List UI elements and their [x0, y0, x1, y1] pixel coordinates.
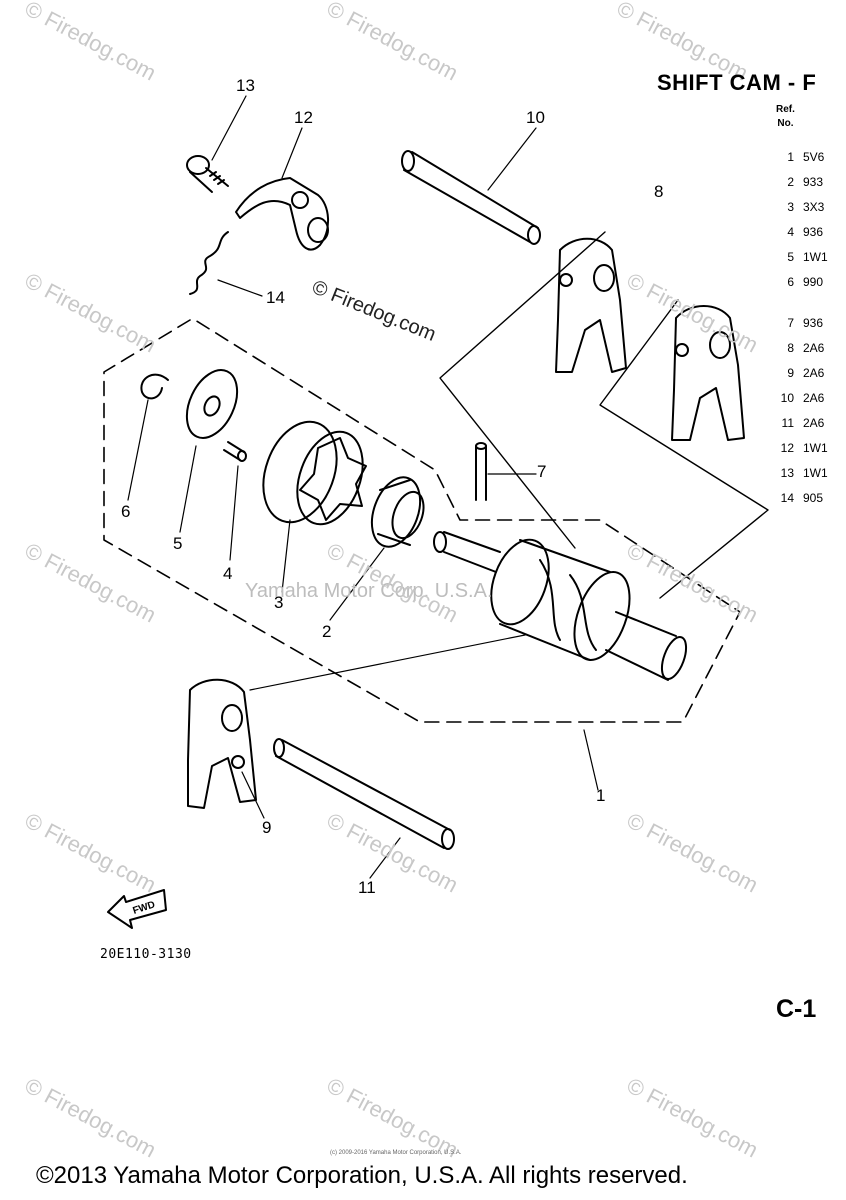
callout-3: 3 [274, 593, 284, 612]
part-code: 2A6 [803, 366, 825, 380]
callout-1: 1 [596, 786, 606, 805]
pin-part-4 [223, 441, 247, 462]
leader-8b [599, 299, 769, 599]
parts-row[interactable]: 8 2A6 [770, 341, 824, 355]
part-code: 905 [803, 491, 824, 505]
ref-number: 11 [781, 416, 794, 430]
leader-2 [329, 547, 385, 621]
page-code: C-1 [776, 995, 817, 1023]
part-code: 1W1 [803, 250, 828, 264]
part-code: 5V6 [803, 150, 825, 164]
part-code: 1W1 [803, 466, 828, 480]
callout-10: 10 [526, 108, 545, 127]
part-code: 2A6 [803, 391, 825, 405]
shift-fork-part-8a [555, 237, 627, 373]
leader-11 [369, 837, 401, 879]
circlip-part-6 [140, 373, 169, 400]
part-code: 3X3 [803, 200, 825, 214]
stopper-lever-part-12 [235, 177, 329, 251]
ref-number: 2 [787, 175, 794, 189]
parts-row[interactable]: 7 936 [770, 316, 823, 330]
leader-3 [281, 519, 291, 593]
ref-number: 5 [787, 250, 794, 264]
callout-4: 4 [223, 564, 233, 583]
part-code: 933 [803, 175, 824, 189]
bolt-part-13 [186, 155, 229, 193]
dowel-pin-part-7 [475, 442, 487, 501]
parts-row[interactable]: 9 2A6 [770, 366, 824, 380]
ref-number: 6 [787, 275, 794, 289]
part-code: 2A6 [803, 341, 825, 355]
callout-2: 2 [322, 622, 332, 641]
copyright-footer: ©2013 Yamaha Motor Corporation, U.S.A. A… [36, 1162, 688, 1189]
shift-fork-part-9 [187, 634, 526, 809]
shaft-part-11 [273, 738, 455, 850]
group-outline-dashed [103, 319, 741, 723]
ref-no-header: Ref. No. [776, 103, 795, 131]
leader-6 [127, 399, 149, 501]
ref-number: 13 [780, 466, 794, 480]
parts-row[interactable]: 3 3X3 [770, 200, 824, 214]
ref-header-ref: Ref. [776, 104, 795, 115]
leader-4 [229, 465, 239, 561]
ref-number: 14 [780, 491, 794, 505]
callout-13: 13 [236, 76, 255, 95]
leader-5 [179, 445, 197, 533]
parts-row[interactable]: 13 1W1 [770, 466, 828, 480]
parts-row[interactable]: 11 2A6 [770, 416, 825, 430]
parts-row[interactable]: 12 1W1 [770, 441, 828, 455]
shift-cam-part-1 [433, 531, 688, 681]
ref-number: 7 [787, 316, 794, 330]
part-code: 1W1 [803, 441, 828, 455]
shaft-part-10 [401, 150, 541, 245]
callout-7: 7 [537, 462, 547, 481]
part-code: 2A6 [803, 416, 825, 430]
ref-header-no: No. [777, 118, 794, 129]
washer-part-5 [185, 369, 239, 439]
faint-watermark: Yamaha Motor Corp. U.S.A. [245, 580, 493, 602]
leader-12 [281, 127, 303, 179]
leader-14 [217, 279, 263, 297]
parts-row[interactable]: 2 933 [770, 175, 823, 189]
shift-fork-part-8b [671, 305, 745, 441]
part-code: 936 [803, 225, 824, 239]
spring-part-14 [189, 231, 229, 295]
ref-number: 9 [787, 366, 794, 380]
callout-8: 8 [654, 182, 664, 201]
parts-row[interactable]: 10 2A6 [770, 391, 825, 405]
bearing-part-2 [370, 476, 425, 548]
parts-row[interactable]: 4 936 [770, 225, 823, 239]
page-title: SHIFT CAM - F [657, 70, 817, 95]
small-copyright: (c) 2009-2016 Yamaha Motor Corporation, … [330, 1150, 462, 1156]
callout-6: 6 [121, 502, 131, 521]
fwd-arrow-icon [107, 889, 167, 929]
leader-10 [487, 127, 537, 191]
callout-5: 5 [173, 534, 183, 553]
ref-number: 1 [787, 150, 794, 164]
leader-1 [583, 729, 599, 791]
parts-row[interactable]: 5 1W1 [770, 250, 828, 264]
parts-row[interactable]: 6 990 [770, 275, 823, 289]
leader-13 [211, 95, 247, 161]
ref-number: 8 [787, 341, 794, 355]
leader-8 [439, 231, 606, 549]
ref-number: 10 [780, 391, 794, 405]
segment-part-3 [262, 420, 367, 526]
leader-9 [241, 771, 265, 819]
drawing-code: 20E110-3130 [100, 947, 192, 962]
callout-9: 9 [262, 818, 272, 837]
parts-row[interactable]: 14 905 [770, 491, 823, 505]
callout-12: 12 [294, 108, 313, 127]
callout-11: 11 [358, 878, 376, 897]
part-code: 936 [803, 316, 824, 330]
ref-number: 4 [787, 225, 794, 239]
parts-row[interactable]: 1 5V6 [770, 150, 824, 164]
ref-number: 12 [780, 441, 794, 455]
part-code: 990 [803, 275, 824, 289]
callout-14: 14 [266, 288, 285, 307]
ref-number: 3 [787, 200, 794, 214]
